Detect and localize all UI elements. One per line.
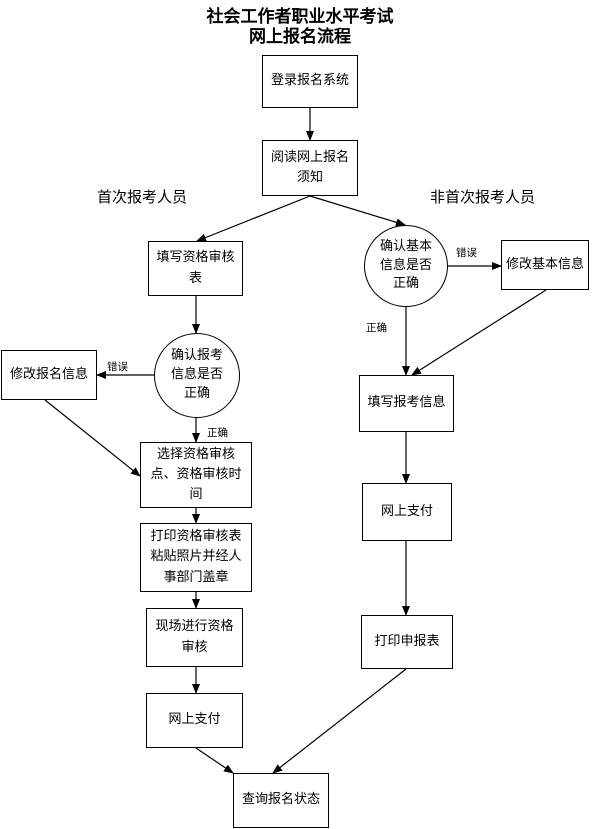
arrow-modify-right-to-fill: [411, 289, 547, 376]
edge-label-correct-left: 正确: [207, 427, 228, 439]
node-online-payment-left: 网上支付: [146, 693, 243, 748]
edge-label-correct-right: 正确: [366, 322, 387, 334]
node-read-notice: 阅读网上报名须知: [262, 140, 358, 196]
node-confirm-info-left: 确认报考信息是否正确: [154, 333, 240, 418]
arrow-print-right-to-query: [272, 668, 407, 774]
lane-label-first-time: 首次报考人员: [97, 188, 188, 206]
title-line-2: 网上报名流程: [249, 27, 351, 47]
arrow-pay-left-to-query: [195, 747, 234, 774]
node-modify-basic-info: 修改基本信息: [501, 240, 589, 290]
node-print-review-form: 打印资格审核表粘贴照片并经人事部门盖章: [140, 523, 252, 592]
title-line-1: 社会工作者职业水平考试: [206, 7, 394, 27]
edge-label-error-left: 错误: [107, 361, 128, 373]
node-fill-review-form: 填写资格审核表: [148, 241, 243, 296]
node-print-application-form: 打印申报表: [361, 615, 453, 669]
edge-label-error-right: 错误: [456, 247, 477, 259]
arrow-notice-to-fill-form: [196, 195, 311, 242]
node-online-payment-right: 网上支付: [362, 483, 452, 541]
node-onsite-review: 现场进行资格审核: [146, 608, 243, 667]
lane-label-repeat: 非首次报考人员: [430, 188, 536, 206]
node-fill-exam-info: 填写报考信息: [359, 375, 454, 432]
node-modify-registration: 修改报名信息: [1, 350, 97, 400]
arrow-modify-left-to-choose: [44, 399, 141, 477]
node-login-system: 登录报名系统: [262, 55, 358, 108]
node-confirm-info-right: 确认基本信息是否正确: [364, 225, 448, 307]
arrow-notice-to-confirm-right: [309, 195, 406, 227]
node-query-status: 查询报名状态: [233, 773, 329, 828]
node-choose-review-point: 选择资格审核点、资格审核时间: [140, 442, 252, 508]
